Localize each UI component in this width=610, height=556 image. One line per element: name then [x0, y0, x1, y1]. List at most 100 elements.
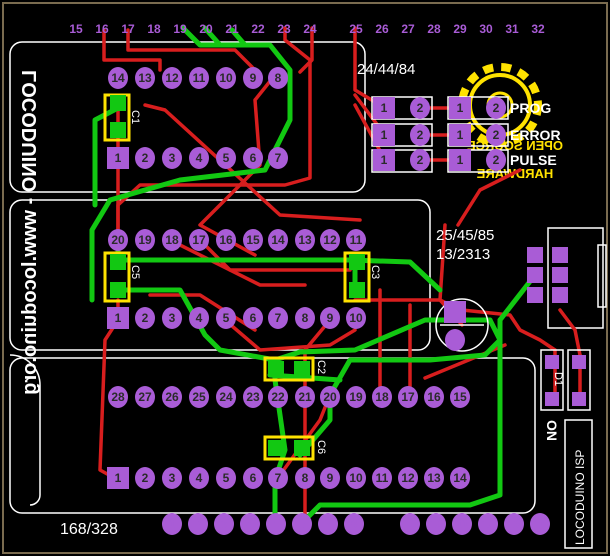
chip3-top-pin-label: 23	[246, 390, 260, 404]
chip2-top-pin: 17	[189, 229, 209, 251]
chip3-top-pin-label: 24	[219, 390, 233, 404]
chip3-top-pin: 20	[320, 386, 340, 408]
isp-label-box	[564, 419, 593, 549]
chip3-bottom-pin: 12	[398, 467, 418, 489]
cap-c3: C3	[343, 251, 381, 303]
top-header-pin: 27	[401, 22, 415, 36]
led-pad: 1	[373, 149, 395, 171]
chip1-bottom-pin-label: 2	[142, 151, 149, 165]
chip3-top-pin: 17	[398, 386, 418, 408]
led-pad-label: 2	[417, 101, 424, 115]
chip3-top-pin: 26	[162, 386, 182, 408]
chip3-top-pin: 22	[268, 386, 288, 408]
top-header-pin: 32	[531, 22, 545, 36]
isp-label: LOCODUINO ISP	[573, 450, 587, 545]
chip3-top-pin: 21	[295, 386, 315, 408]
chip1-bottom-pin: 2	[135, 147, 155, 169]
chip2-bottom-pin-label: 5	[223, 311, 230, 325]
chip3-top-pin: 19	[346, 386, 366, 408]
socket-notch	[9, 354, 41, 506]
chip3-bottom-pin-label: 9	[327, 471, 334, 485]
chip1-bottom-pin-label: 3	[169, 151, 176, 165]
led-label: PROG	[510, 100, 551, 116]
chip2-bottom-pin-label: 6	[250, 311, 257, 325]
chip2-top-pin: 20	[108, 229, 128, 251]
chip1-top-pin-label: 14	[111, 71, 125, 85]
top-header-pin: 29	[453, 22, 467, 36]
chip2-bottom-pin-label: 10	[349, 311, 363, 325]
cap-c6-label: C6	[315, 440, 327, 454]
chip3-bottom-pin: 3	[162, 467, 182, 489]
chip3-top-pin: 15	[450, 386, 470, 408]
top-header-pin: 21	[225, 22, 239, 36]
chip2-top-pin: 18	[162, 229, 182, 251]
led-label: PULSE	[510, 152, 557, 168]
chip1-bottom-pin-label: 4	[196, 151, 203, 165]
led-outline-4	[447, 96, 509, 120]
bottom-header-pin: 2	[188, 513, 208, 535]
bottom-header-pin: 13	[504, 513, 524, 535]
chip3-bottom-pin: 11	[372, 467, 392, 489]
chip2-bottom-pin: 1	[107, 307, 129, 329]
cap-pad	[349, 282, 365, 298]
chip3-bottom-pin: 9	[320, 467, 340, 489]
chip1-top-pin: 9	[243, 67, 263, 89]
component-pad	[445, 329, 465, 351]
cap-c5: C5	[103, 251, 141, 303]
cap-c2: C2	[263, 356, 327, 382]
led-pad-label: 2	[417, 128, 424, 142]
bottom-header-pin-label: 10	[429, 517, 443, 531]
bottom-header-pin: 12	[478, 513, 498, 535]
bottom-header-pin-label: 6	[299, 517, 306, 531]
chip2-bottom-pin-label: 4	[196, 311, 203, 325]
chip1-package-label: 24/44/84	[357, 61, 415, 78]
cap-pad	[268, 440, 284, 456]
chip2-bottom-pin: 2	[135, 307, 155, 329]
led-pad: 1	[373, 97, 395, 119]
led-outline-1	[371, 96, 433, 120]
chip2-top-pin: 19	[135, 229, 155, 251]
chip2-bottom-pin: 10	[346, 307, 366, 329]
cap-pad	[110, 122, 126, 138]
chip1-top-pin-label: 10	[219, 71, 233, 85]
chip1-top-pin-label: 11	[193, 71, 206, 85]
top-header-pin: 22	[251, 22, 265, 36]
chip1-top-pin-label: 13	[138, 71, 152, 85]
bottom-header-pin-label: 4	[247, 517, 254, 531]
chip3-top-pin: 24	[216, 386, 236, 408]
chip3-top-pin: 25	[189, 386, 209, 408]
chip3-top-pin-label: 15	[453, 390, 467, 404]
led-pad: 2	[410, 124, 430, 146]
bottom-header-pin-label: 2	[195, 517, 202, 531]
chip3-bottom-pin-label: 5	[223, 471, 230, 485]
led-pad-label: 2	[493, 101, 500, 115]
chip1-bottom-pin-label: 5	[223, 151, 230, 165]
chip3-bottom-pin: 10	[346, 467, 366, 489]
led-pad: 2	[486, 149, 506, 171]
chip1-bottom-pin: 4	[189, 147, 209, 169]
bottom-header-pin: 9	[400, 513, 420, 535]
top-header-pin: 17	[121, 22, 135, 36]
bottom-header-pin-label: 8	[351, 517, 358, 531]
cap-c3-label: C3	[369, 265, 381, 279]
bottom-header-pin: 6	[292, 513, 312, 535]
led-pad-label: 1	[457, 153, 464, 167]
chip3-top-pin-label: 18	[375, 390, 389, 404]
led-pad-label: 1	[381, 153, 388, 167]
chip3-top-pin: 18	[372, 386, 392, 408]
bottom-header-pin-label: 11	[456, 517, 469, 531]
top-header-pin: 16	[95, 22, 109, 36]
chip1-top-pin: 8	[268, 67, 288, 89]
led-pad-label: 1	[381, 101, 388, 115]
led-pad-label: 2	[417, 153, 424, 167]
side-text-label: LOCODUINO - www.locoduino.org	[19, 70, 41, 395]
cap-pad	[294, 361, 310, 377]
chip3-bottom-pin: 8	[295, 467, 315, 489]
led-pad: 2	[486, 124, 506, 146]
chip3-bottom-pin-label: 13	[427, 471, 441, 485]
chip2-bottom-pin: 5	[216, 307, 236, 329]
chip1-bottom-pin: 7	[268, 147, 288, 169]
led-outline-5	[447, 123, 509, 147]
chip2-bottom-pin: 4	[189, 307, 209, 329]
